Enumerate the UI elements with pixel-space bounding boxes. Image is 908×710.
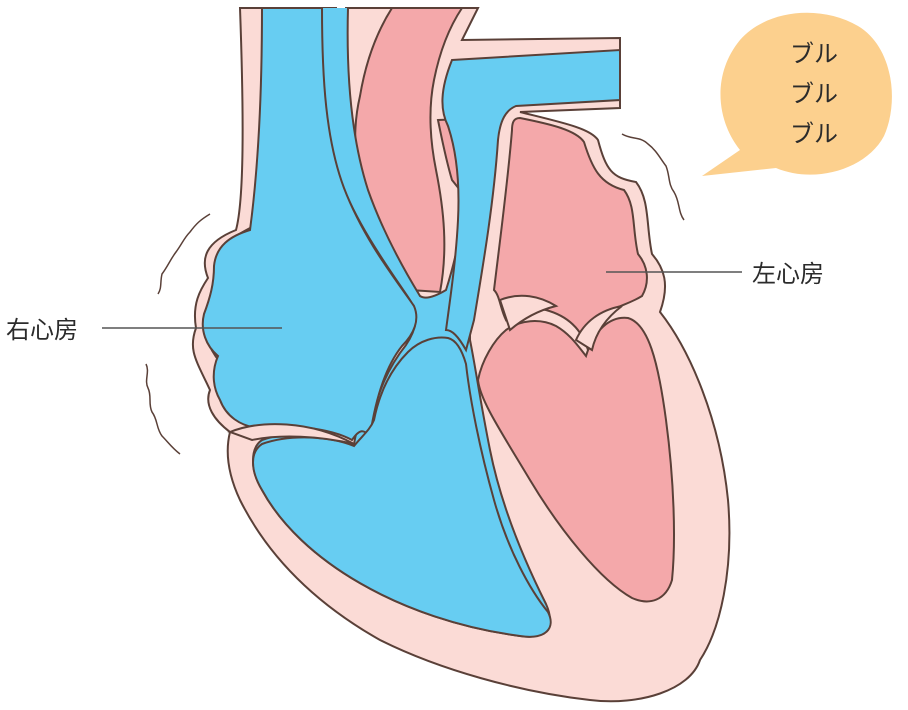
left-atrium-label: 左心房 bbox=[752, 260, 824, 288]
vibration-lines-left-bottom bbox=[146, 364, 180, 454]
speech-bubble-line-3: ブル bbox=[790, 120, 838, 148]
speech-bubble-line-1: ブル bbox=[790, 40, 838, 68]
vibration-lines-left-top bbox=[158, 214, 210, 294]
speech-bubble-line-2: ブル bbox=[790, 80, 838, 108]
right-atrium-label: 右心房 bbox=[6, 316, 78, 344]
speech-bubble: ブル ブル ブル bbox=[702, 13, 892, 176]
